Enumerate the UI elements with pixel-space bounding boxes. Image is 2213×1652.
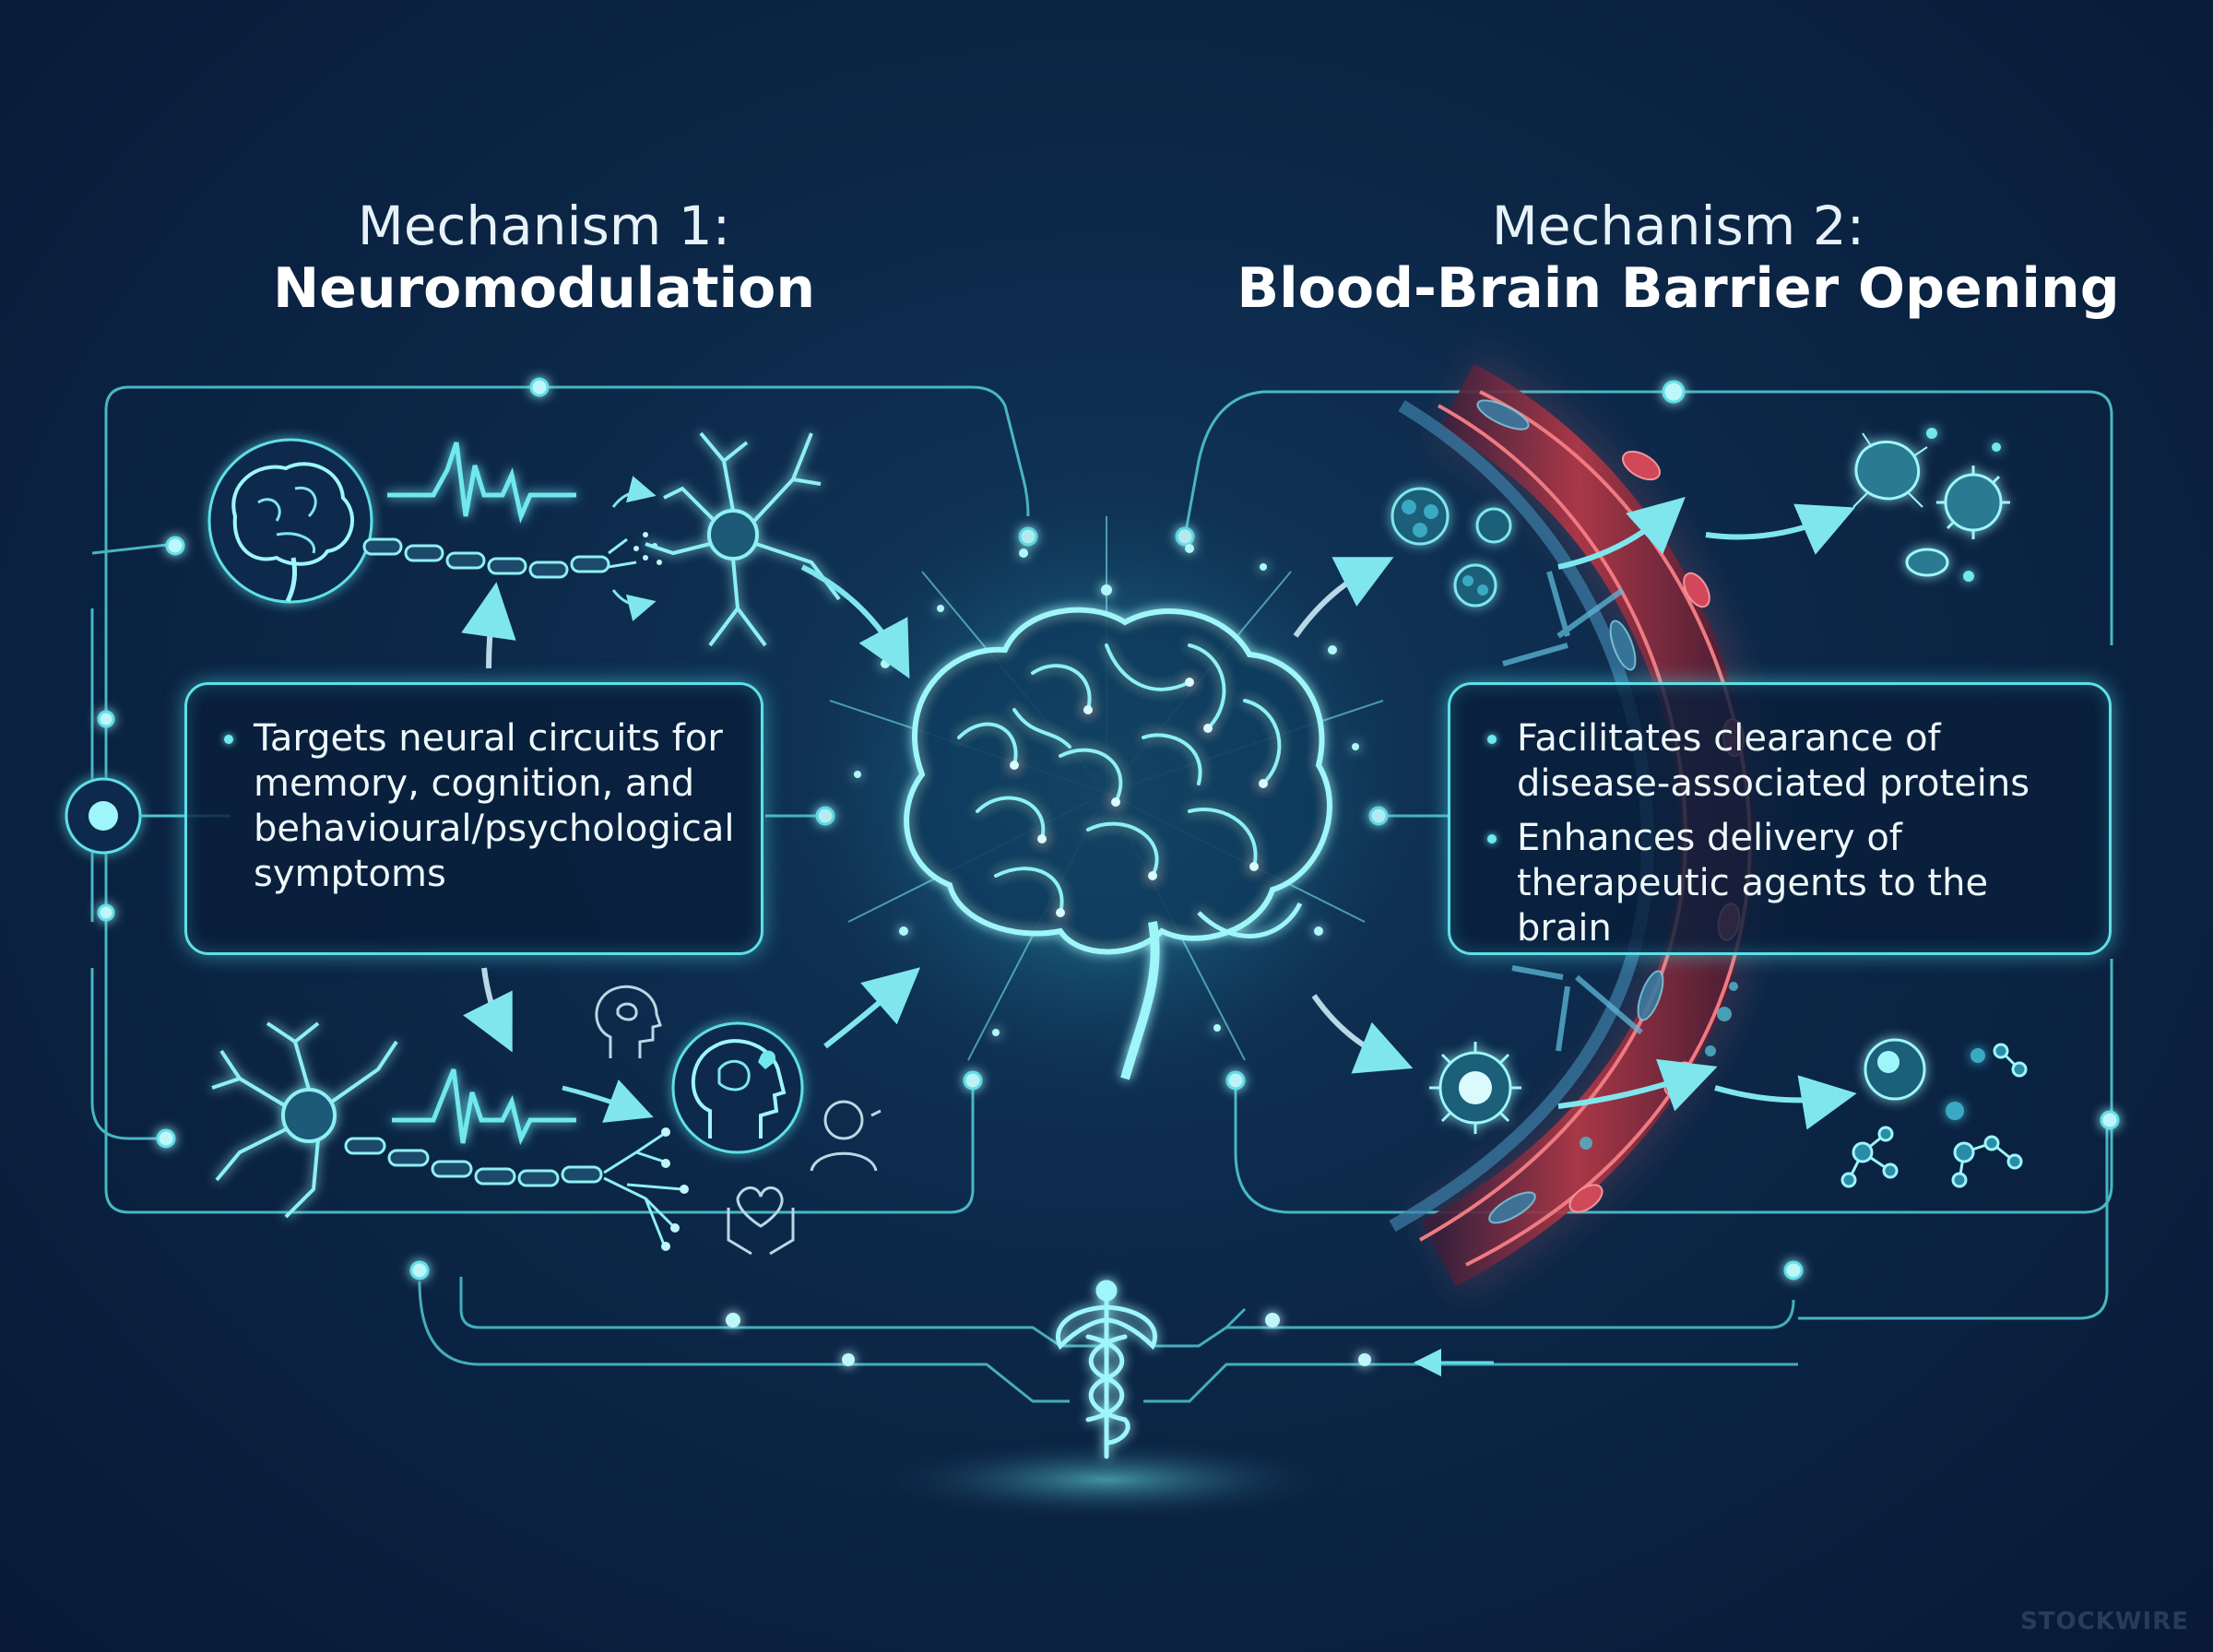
- right-heading-title: Blood-Brain Barrier Opening: [1237, 255, 2120, 321]
- head-profile-icon: [595, 985, 662, 1058]
- cell-icon: [1429, 1042, 1521, 1134]
- head-profile-icon: [671, 1021, 804, 1154]
- arrow-icon: [463, 967, 513, 1053]
- cell-icon: [1864, 1038, 1985, 1120]
- arrow-icon: [1714, 1075, 1857, 1130]
- arrow-icon: [461, 582, 516, 669]
- arrow-icon: [1557, 1058, 1718, 1112]
- right-bullet: Enhances delivery of therapeutic agents …: [1484, 816, 2081, 951]
- left-info-box: Targets neural circuits for memory, cogn…: [184, 682, 763, 955]
- right-heading: Mechanism 2: Blood-Brain Barrier Opening: [1180, 195, 2176, 321]
- brain-icon: [207, 438, 373, 604]
- left-bullet: Targets neural circuits for memory, cogn…: [220, 716, 734, 897]
- arrow-icon: [823, 967, 921, 1049]
- bottom-circuit-nodes: [726, 1313, 1371, 1366]
- central-brain-icon: [904, 607, 1332, 1080]
- right-bullet: Facilitates clearance of disease-associa…: [1484, 716, 2081, 807]
- arrow-icon: [1293, 557, 1394, 638]
- bottom-glow: [867, 1438, 1346, 1521]
- left-heading-title: Neuromodulation: [272, 255, 816, 321]
- axon-chain-bottom: [344, 1137, 603, 1187]
- axon-terminal: [603, 1132, 683, 1245]
- right-info-box: Facilitates clearance of disease-associa…: [1448, 682, 2112, 955]
- arrow-icon: [611, 589, 657, 621]
- arrow-icon: [1311, 994, 1414, 1074]
- heartbeat-icon: [392, 1068, 576, 1146]
- arrow-icon: [611, 476, 657, 508]
- neuron-icon: [211, 1021, 398, 1219]
- molecule-icon: [1840, 1043, 2028, 1188]
- axon-chain-top: [362, 537, 610, 579]
- right-frame: [1183, 390, 2113, 1320]
- neuron-icon: [645, 431, 841, 647]
- hands-heart-icon: [727, 1186, 795, 1256]
- left-heading-label: Mechanism 1:: [357, 195, 731, 257]
- glial-cell-icon: [1502, 571, 1643, 1052]
- arrow-icon: [1705, 503, 1856, 555]
- watermark: STOCKWIRE: [2020, 1608, 2189, 1635]
- right-heading-label: Mechanism 2:: [1491, 195, 1865, 257]
- heartbeat-icon: [387, 442, 576, 525]
- cell-icon: [1391, 487, 1512, 608]
- person-icon: [810, 1100, 882, 1172]
- caduceus-icon: [1056, 1280, 1157, 1459]
- arrow-icon: [562, 1080, 654, 1123]
- arrow-icon: [1557, 496, 1686, 570]
- cell-icon: [1852, 428, 2010, 582]
- left-heading: Mechanism 1: Neuromodulation: [184, 195, 904, 321]
- left-hub-node: [65, 777, 142, 855]
- bottom-circuit-lines: [418, 1277, 1798, 1403]
- arrow-icon: [800, 564, 910, 679]
